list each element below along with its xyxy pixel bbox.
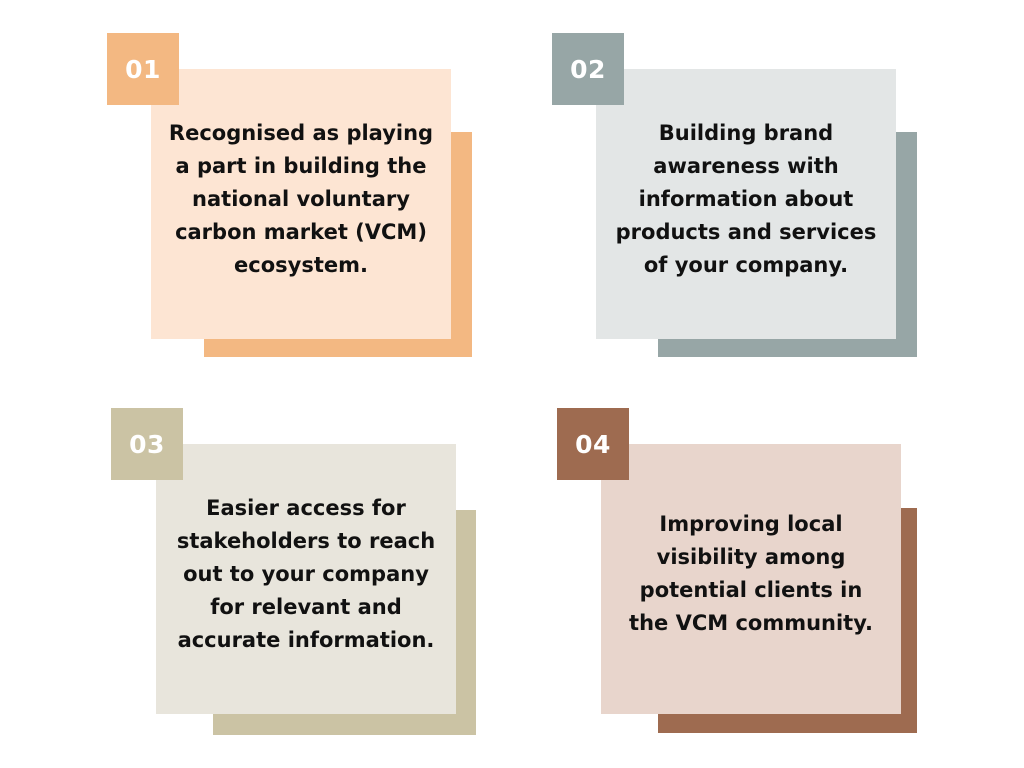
card-text-line: Easier access for (206, 495, 406, 520)
card-text-line: national voluntary (192, 186, 410, 211)
card-number-badge: 02 (552, 33, 624, 105)
card-text-line: potential clients in (639, 578, 863, 602)
card-text-line: stakeholders to reach (176, 528, 436, 553)
benefit-card-1: Recognised as playing a part in building… (107, 33, 487, 373)
card-text: Easier access for stakeholders to reach … (177, 492, 435, 657)
card-text: Recognised as playing a part in building… (169, 117, 433, 282)
card-number-badge: 01 (107, 33, 179, 105)
card-face: Improving local visibility among potenti… (601, 444, 901, 714)
card-face: Building brand awareness with informatio… (596, 69, 896, 339)
card-text: Building brand awareness with informatio… (616, 117, 877, 282)
card-text-line: ecosystem. (234, 252, 368, 277)
card-text: Improving local visibility among potenti… (629, 508, 873, 640)
card-face: Recognised as playing a part in building… (151, 69, 451, 339)
benefit-card-2: Building brand awareness with informatio… (552, 33, 932, 373)
benefit-card-3: Easier access for stakeholders to reach … (111, 408, 491, 748)
card-text-line: Recognised as playing (168, 120, 434, 145)
benefit-card-4: Improving local visibility among potenti… (557, 408, 937, 748)
card-text-line: of your company. (643, 252, 849, 277)
card-text-line: out to your company (183, 561, 429, 586)
card-text-line: visibility among (656, 545, 846, 569)
card-text-line: Improving local (659, 512, 843, 536)
card-number-badge: 04 (557, 408, 629, 480)
card-text-line: Building brand (658, 120, 834, 145)
card-number-badge: 03 (111, 408, 183, 480)
card-text-line: accurate information. (177, 627, 435, 652)
card-face: Easier access for stakeholders to reach … (156, 444, 456, 714)
card-text-line: awareness with (653, 153, 839, 178)
card-text-line: information about (638, 186, 854, 211)
card-text-line: a part in building the (175, 153, 427, 178)
card-text-line: products and services (615, 219, 877, 244)
card-text-line: the VCM community. (629, 611, 873, 635)
card-text-line: carbon market (VCM) (175, 219, 427, 244)
card-text-line: for relevant and (210, 594, 402, 619)
